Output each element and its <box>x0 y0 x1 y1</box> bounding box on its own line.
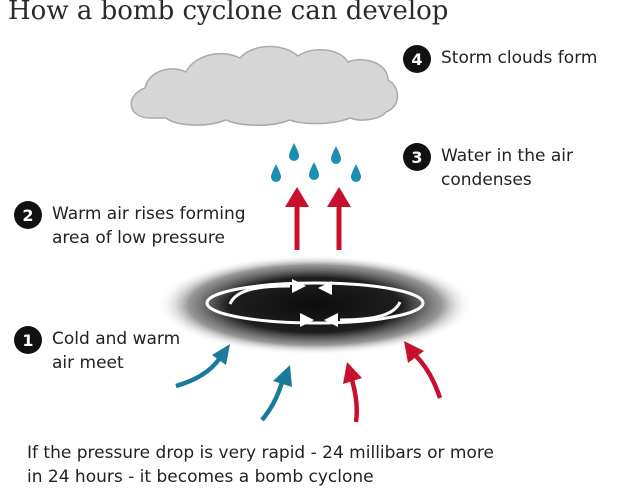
step-3-label-line2: condenses <box>441 170 532 190</box>
rotation-arrows <box>228 279 402 327</box>
raindrop-icon <box>309 162 319 180</box>
raindrops <box>271 143 361 182</box>
cold-air-arrow <box>260 365 292 422</box>
page-title: How a bomb cyclone can develop <box>8 0 449 26</box>
rising-air-arrows <box>285 187 351 250</box>
step-1-label-line2: air meet <box>52 353 124 373</box>
step-4-badge: 4 <box>403 45 431 73</box>
step-1-badge: 1 <box>14 326 42 354</box>
step-4-label: Storm clouds form <box>441 48 598 68</box>
raindrop-icon <box>351 164 361 182</box>
step-3-callout: 3 Water in the air condenses <box>403 143 573 192</box>
rising-arrow-left <box>285 187 309 250</box>
step-4-callout: 4 Storm clouds form <box>403 45 597 73</box>
step-2-label-line2: area of low pressure <box>52 228 225 248</box>
raindrop-icon <box>271 164 281 182</box>
step-1-label-line1: Cold and warm <box>52 329 181 349</box>
footnote: If the pressure drop is very rapid - 24 … <box>27 441 494 489</box>
raindrop-icon <box>289 143 299 161</box>
footnote-line2: in 24 hours - it becomes a bomb cyclone <box>27 467 374 487</box>
step-2-callout: 2 Warm air rises forming area of low pre… <box>14 201 246 250</box>
step-1-callout: 1 Cold and warm air meet <box>14 326 180 375</box>
cold-air-arrow <box>175 344 230 389</box>
rising-arrow-right <box>327 187 351 250</box>
incoming-air-arrows <box>175 341 443 423</box>
warm-air-arrow <box>404 341 443 399</box>
raindrop-icon <box>331 146 341 164</box>
step-3-label-line1: Water in the air <box>441 146 573 166</box>
step-2-label-line1: Warm air rises forming <box>52 204 246 224</box>
step-2-badge: 2 <box>14 201 42 229</box>
step-3-badge: 3 <box>403 143 431 171</box>
storm-cloud <box>130 45 399 127</box>
footnote-line1: If the pressure drop is very rapid - 24 … <box>27 443 494 463</box>
low-pressure-area <box>157 255 473 355</box>
warm-air-arrow <box>343 362 362 423</box>
